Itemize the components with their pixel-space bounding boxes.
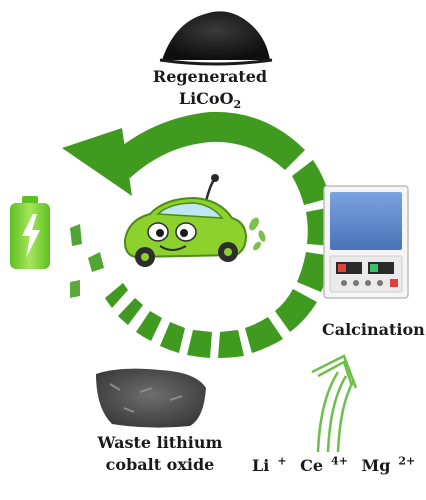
ion-li: Li + <box>252 455 287 476</box>
waste-line1: Waste lithium <box>97 433 223 452</box>
regenerated-line2: LiCoO2 <box>120 88 300 116</box>
waste-line2: cobalt oxide <box>105 455 215 474</box>
ion-mg: Mg 2+ <box>361 455 416 476</box>
calcination-label: Calcination <box>322 320 425 339</box>
recycling-cycle-arrow <box>62 111 334 358</box>
regenerated-powder-icon <box>159 11 273 66</box>
licoo2-text: LiCoO <box>178 89 234 108</box>
ion-ce-charge: 4+ <box>331 455 348 468</box>
waste-label: Waste lithium cobalt oxide <box>70 432 250 476</box>
muffle-furnace-icon <box>323 185 409 299</box>
regenerated-line1: Regenerated <box>152 67 268 86</box>
dopant-ions-label: Li + Ce 4+ Mg 2+ <box>252 455 422 475</box>
ion-li-symbol: Li <box>252 456 270 476</box>
licoo2-subscript: 2 <box>233 98 242 112</box>
regenerated-label: Regenerated LiCoO2 <box>120 66 300 116</box>
battery-icon <box>10 196 50 269</box>
waste-material-icon <box>96 368 206 428</box>
ion-ce-symbol: Ce <box>300 456 324 476</box>
ion-mg-charge: 2+ <box>398 455 416 468</box>
curved-arrow-icon <box>311 354 358 453</box>
ion-li-charge: + <box>277 455 287 468</box>
ion-mg-symbol: Mg <box>361 456 391 476</box>
electric-car-icon <box>123 174 266 267</box>
ion-ce: Ce 4+ <box>300 455 348 476</box>
